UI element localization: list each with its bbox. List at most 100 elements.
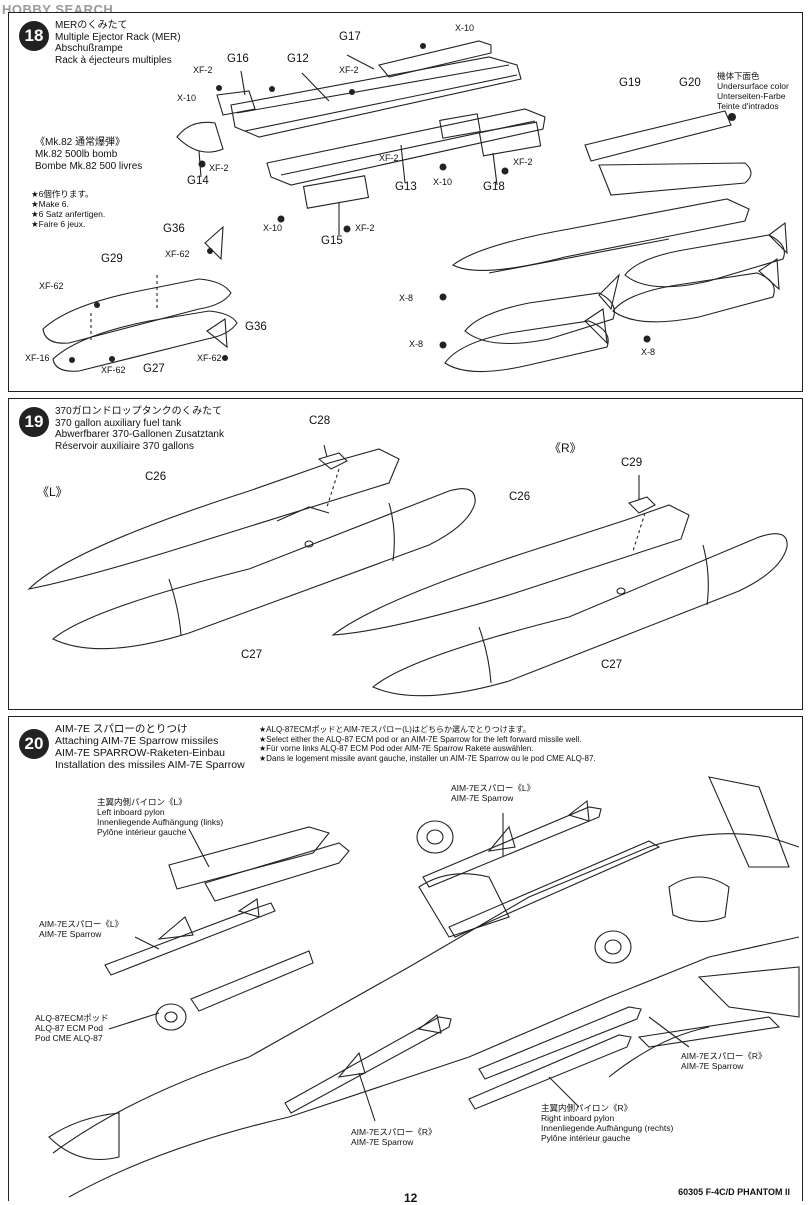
part-label-g29: G29 (101, 253, 123, 265)
undersurface-color-note: 機体下面色 Undersurface color Unterseiten-Far… (717, 71, 789, 111)
sparrow-r1-caption: AIM-7Eスパロー《R》 AIM-7E Sparrow (681, 1051, 766, 1071)
title-en: Multiple Ejector Rack (MER) (55, 31, 181, 43)
title-de: AIM-7E SPARROW-Raketen-Einbau (55, 747, 226, 759)
right-side-tag: 《R》 (549, 441, 582, 455)
mer-rail-g17 (379, 41, 491, 77)
paint-label: X-10 (177, 93, 197, 103)
title-fr: Installation des missiles AIM-7E Sparrow (55, 759, 245, 771)
left-pylon-fr: Pylône intérieur gauche (97, 827, 187, 837)
mk82-bomb (465, 293, 614, 344)
nose-cone (49, 1113, 119, 1160)
sparrow-r2-jp: AIM-7Eスパロー《R》 (351, 1127, 437, 1137)
assembled-mer (453, 199, 749, 270)
ecm-fr: Pod CME ALQ-87 (35, 1033, 103, 1043)
make-count-note: ★6個作ります。 ★Make 6. ★6 Satz anfertigen. ★F… (31, 189, 105, 229)
paint-label: XF-2 (379, 153, 399, 163)
note-fr: ★Dans le logement missile avant gauche, … (259, 753, 596, 763)
bomb-fr: Bombe Mk.82 500 livres (35, 161, 143, 172)
aim-7e-sparrow-r2 (469, 1035, 631, 1109)
paint-label: XF-2 (193, 65, 213, 75)
part-label-c28: C28 (309, 415, 331, 427)
color-de: Unterseiten-Farbe (717, 91, 786, 101)
step-number: 18 (19, 21, 49, 51)
mk82-bomb-half-g27 (53, 311, 237, 371)
sparrow-r1-en: AIM-7E Sparrow (681, 1061, 744, 1071)
paint-label: XF-62 (101, 365, 126, 375)
sparrow-r2-caption: AIM-7Eスパロー《R》 AIM-7E Sparrow (351, 1127, 436, 1147)
sparrow-r2-en: AIM-7E Sparrow (351, 1137, 414, 1147)
aim-7e-sparrow-l3 (449, 841, 659, 937)
part-label-g36: G36 (163, 223, 185, 235)
step-19-panel: 19 370ガロンドロップタンクのくみたて 370 gallon auxilia… (8, 398, 803, 710)
color-en: Undersurface color (717, 81, 789, 91)
bomb-caption: 《Mk.82 通常爆弾》 Mk.82 500lb bomb Bombe Mk.8… (35, 137, 142, 173)
right-pylon-en: Right inboard pylon (541, 1113, 615, 1123)
paint-label: X-10 (455, 23, 475, 33)
bomb-fin (759, 259, 779, 289)
part-label-g20: G20 (679, 77, 701, 89)
paint-label: X-8 (409, 339, 424, 349)
make-fr: ★Faire 6 jeux. (31, 219, 86, 229)
tank-half-c26-right (333, 505, 689, 635)
mk82-bomb-half-g29 (43, 279, 231, 343)
tank-half-c26-left (29, 449, 399, 589)
title-jp: 370ガロンドロップタンクのくみたて (55, 406, 223, 417)
paint-label: XF-62 (165, 249, 190, 259)
paint-label: X-10 (263, 223, 283, 233)
ecm-en: ALQ-87 ECM Pod (35, 1023, 104, 1033)
main-wheel (417, 821, 453, 853)
ejector-bracket (440, 114, 481, 138)
color-jp: 機体下面色 (717, 71, 760, 81)
fuel-tank-drawing (9, 399, 802, 709)
paint-label: XF-2 (209, 163, 229, 173)
tail-fin (709, 777, 789, 867)
bomb-fin (769, 223, 787, 253)
left-inboard-pylon (169, 827, 329, 889)
stabilator (699, 967, 799, 1017)
right-inboard-pylon (479, 1007, 641, 1079)
title-jp: MERのくみたて (55, 20, 128, 31)
paint-label: XF-2 (513, 157, 533, 167)
mer-endcap-g16 (217, 91, 255, 115)
title-jp: AIM-7E スパローのとりつけ (55, 723, 188, 735)
title-fr: Rack à éjecteurs multiples (55, 54, 172, 66)
part-label-g15: G15 (321, 235, 343, 247)
nose-fairing-g14 (177, 122, 223, 152)
right-pylon-jp: 主翼内側パイロン《R》 (541, 1103, 633, 1113)
sparrow-l2-en: AIM-7E Sparrow (451, 793, 514, 803)
part-label-c27: C27 (601, 659, 623, 671)
tank-half-c27-left (53, 489, 475, 649)
sparrow-l2-caption: AIM-7Eスパロー《L》 AIM-7E Sparrow (451, 783, 535, 803)
make-jp: ★6個作ります。 (31, 189, 94, 199)
mk82-bomb (613, 273, 774, 322)
part-label-c27: C27 (241, 649, 263, 661)
title-fr: Réservoir auxiliaire 370 gallons (55, 440, 194, 452)
sparrow-l2-jp: AIM-7Eスパロー《L》 (451, 783, 536, 793)
step-18-panel: 18 MERのくみたて Multiple Ejector Rack (MER) … (8, 12, 803, 392)
selection-note: ★ALQ-87ECMポッドとAIM-7Eスパロー(L)はどちらか選んでとりつけま… (259, 725, 596, 763)
engine-nozzle (669, 877, 729, 922)
fuselage-outline (53, 834, 799, 1153)
sparrow-l1-jp: AIM-7Eスパロー《L》 (39, 919, 124, 929)
ecm-jp: ALQ-87ECMポッド (35, 1013, 109, 1023)
sparrow-r1-jp: AIM-7Eスパロー《R》 (681, 1051, 767, 1061)
part-label-c26: C26 (509, 491, 531, 503)
step-title: AIM-7E スパローのとりつけ Attaching AIM-7E Sparro… (55, 723, 245, 771)
tank-half-c27-right (373, 534, 787, 696)
ejector-rack-g18 (479, 122, 540, 156)
make-de: ★6 Satz anfertigen. (31, 209, 106, 219)
step-number: 19 (19, 407, 49, 437)
step-20-panel: 20 AIM-7E スパローのとりつけ Attaching AIM-7E Spa… (8, 716, 803, 1205)
color-fr: Teinte d'intrados (717, 101, 779, 111)
title-de: Abwerfbarer 370-Gallonen Zusatztank (55, 429, 224, 440)
bomb-fin (585, 309, 607, 343)
part-label-g19: G19 (619, 77, 641, 89)
ejector-rack-g15 (304, 176, 369, 208)
left-pylon-de: Innenliegende Aufhängung (links) (97, 817, 224, 827)
part-label-g17: G17 (339, 31, 361, 43)
step-title: MERのくみたて Multiple Ejector Rack (MER) Abs… (55, 20, 181, 66)
right-pylon-fr: Pylône intérieur gauche (541, 1133, 631, 1143)
mer-rail-g19 (585, 111, 731, 161)
sparrow-l1-caption: AIM-7Eスパロー《L》 AIM-7E Sparrow (39, 919, 123, 939)
page-number: 12 (404, 1191, 418, 1205)
